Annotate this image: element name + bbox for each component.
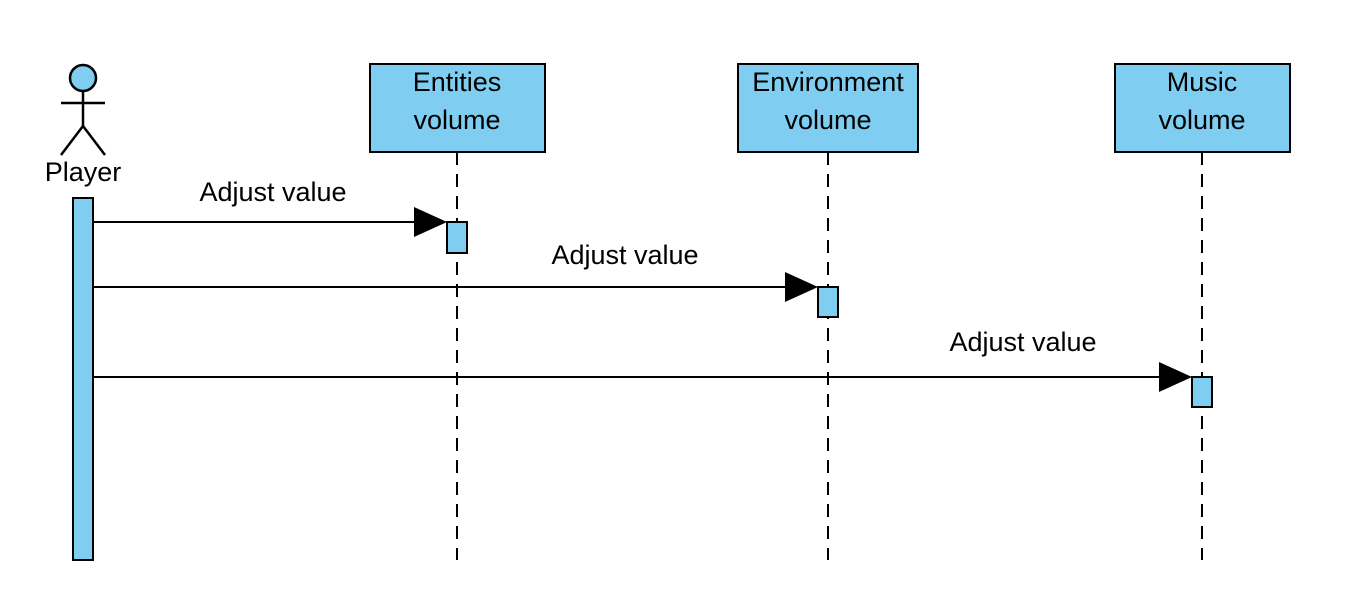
lifeline-title-line2: volume — [1158, 105, 1245, 135]
lifeline-environment-volume: Environment volume — [737, 63, 919, 560]
lifeline-head-box — [369, 63, 546, 153]
lifeline-music-volume: Music volume — [1114, 63, 1291, 560]
lifeline-title-line2: volume — [784, 105, 871, 135]
arrowhead-icon — [785, 272, 818, 302]
message-label: Adjust value — [949, 327, 1096, 357]
lifeline-title-line2: volume — [413, 105, 500, 135]
arrowhead-icon — [414, 207, 447, 237]
lifeline-entities-volume: Entities volume — [369, 63, 546, 560]
lifeline-title-line1: Environment — [752, 67, 904, 97]
message-2: Adjust value — [93, 240, 818, 302]
lifeline-head-box — [1114, 63, 1291, 153]
stick-figure-icon — [60, 63, 106, 156]
lifeline-title-line1: Music — [1167, 67, 1238, 97]
activation-box — [817, 286, 839, 318]
actor-activation-bar — [72, 197, 94, 561]
message-label: Adjust value — [551, 240, 698, 270]
message-1: Adjust value — [93, 177, 447, 237]
actor-head — [68, 63, 98, 93]
actor-label: Player — [45, 157, 122, 187]
arrowhead-icon — [1159, 362, 1192, 392]
message-3: Adjust value — [93, 327, 1192, 392]
activation-box — [446, 221, 468, 254]
actor-player: Player — [45, 63, 122, 561]
lifeline-head-box — [737, 63, 919, 153]
activation-box — [1191, 376, 1213, 408]
message-label: Adjust value — [199, 177, 346, 207]
lifeline-title-line1: Entities — [413, 67, 502, 97]
